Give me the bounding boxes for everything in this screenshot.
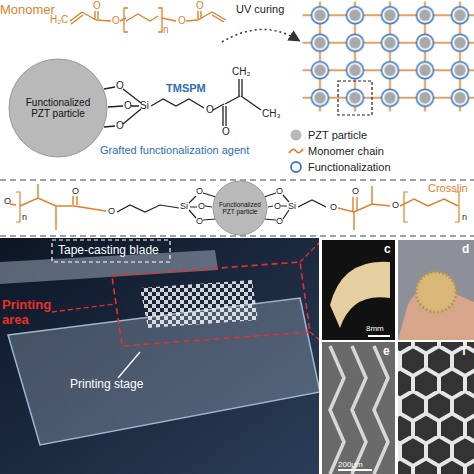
figure-label: O [116,80,124,92]
figure-label: O [112,15,120,27]
silane-bonds [104,79,261,127]
figure-label: Si [140,100,149,112]
figure-label: O [196,0,204,12]
legend-text: PZT particle [308,129,367,142]
figure-label: TMSPM [166,82,206,95]
particle-circle [213,181,267,235]
pzt-particle: Functionalized PZT particle [8,58,108,158]
figure-label: Si [180,201,188,211]
figure-label: UV curing [236,3,284,16]
uv-curing-arrow [222,29,298,42]
legend-line [289,149,303,153]
figure-label: n [22,212,27,222]
figure-label: Si [288,201,296,211]
legend-ring [291,162,301,172]
legend-row: PZT particle [288,128,367,142]
figure-label: CH₂ [232,66,250,78]
figure-label: 200µm [338,460,363,469]
photo-panel [322,240,395,340]
legend-text: Monomer chain [308,145,384,158]
figure-label: n [462,212,467,222]
sem-panel [322,342,395,474]
figure-label: O [330,202,337,212]
printed-structure [416,272,456,312]
figure-label: Crosslin [428,182,468,195]
leader-line [52,240,322,342]
sem-panel [398,342,474,474]
figure-label: e [383,345,390,359]
figure-label: Printing area [2,298,58,328]
scale-bar [338,469,372,471]
figure-label: O [198,201,205,211]
figure-label: O [4,196,11,206]
figure-label: O [352,186,359,196]
scale-bar [368,335,390,337]
figure-label: c [384,243,391,257]
zoom-box [338,81,372,115]
flexible-sheet [330,262,390,328]
figure-label: Tape-casting blade [58,244,159,258]
figure-label: O [72,186,79,196]
crosslinked-network [303,2,474,112]
figure-label: O [124,100,132,112]
figure-label: O [392,200,399,210]
figure-label: Grafted functionalization agent [100,144,249,157]
figure-label: f [462,345,466,359]
figure-label: O [108,206,115,216]
dashed-separator [0,180,474,236]
legend-swatch [288,144,304,158]
figure-label: CH₃ [262,108,281,120]
figure-label: O [276,216,283,226]
legend-swatch [288,160,304,174]
printing-area-outline [112,262,310,346]
particle-label: Functionalized PZT particle [21,97,95,120]
pzt-particle: Functionalized PZT particle [212,180,268,236]
lattice-walls [330,346,388,474]
figure-label: O [206,104,214,116]
figure-label: O [196,216,203,226]
figure-label: O [93,0,101,12]
repeat-bracket [124,8,162,32]
figure-label: H₂C [50,14,68,26]
legend-row: Monomer chain [288,144,384,158]
figure-label: 8mm [366,324,384,333]
figure-label: O [196,186,203,196]
particle-circle [9,59,107,157]
figure-label: O [274,201,281,211]
figure-label: O [178,15,186,27]
particle-label: Functionalized PZT particle [216,201,264,216]
figure-label: O [116,120,124,132]
printed-lattice [140,280,258,328]
figure-label: O [276,186,283,196]
figure-label: d [462,243,469,257]
panel-divider [320,238,474,474]
monomer-bonds [70,11,226,24]
legend-row: Functionalization [288,160,391,174]
leader-line [118,352,140,378]
legend-text: Functionalization [308,161,391,174]
honeycomb [398,342,474,474]
photo-panel [398,240,474,340]
legend-dot [291,130,302,141]
printer-photo [0,238,320,474]
figure-label: n [163,24,169,36]
figure-label: O [222,126,230,138]
blade-outline [52,240,170,262]
figure-label: Printing stage [70,378,143,392]
legend-swatch [288,128,304,142]
figure-label: Monomer [0,3,55,18]
